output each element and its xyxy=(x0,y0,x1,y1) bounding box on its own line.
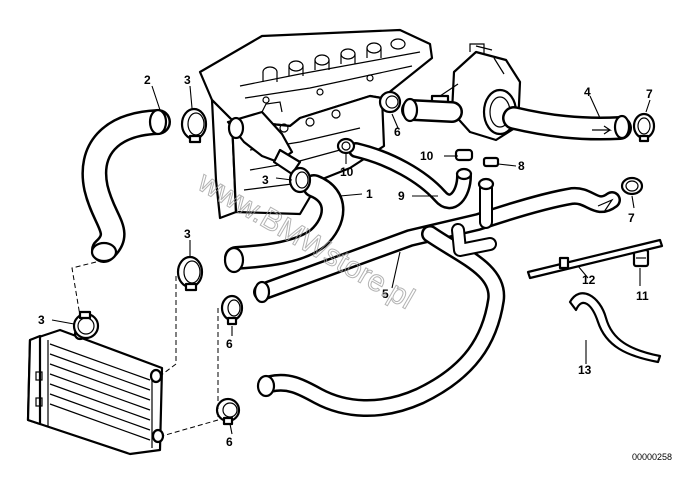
clamp-7a xyxy=(632,112,656,143)
hose-9 xyxy=(348,142,473,210)
callout-3-thermostat: 3 xyxy=(262,173,269,187)
connection-lines xyxy=(71,261,219,437)
callout-9: 9 xyxy=(398,189,405,203)
clamp-10a xyxy=(336,137,356,155)
clamp-3b xyxy=(288,166,312,194)
clamp-8 xyxy=(482,156,500,168)
callout-3-middle: 3 xyxy=(184,227,191,241)
callout-8: 8 xyxy=(518,159,525,173)
clamp-6a xyxy=(378,90,402,114)
clamp-6c xyxy=(215,397,241,426)
callout-5: 5 xyxy=(382,287,389,301)
thermostat-housing xyxy=(226,101,302,176)
callout-3-top: 3 xyxy=(184,73,191,87)
cable-tie-13 xyxy=(568,292,662,364)
cylinder-head xyxy=(198,28,434,220)
callout-10-left: 10 xyxy=(340,165,354,179)
clamp-10b xyxy=(454,148,474,162)
clamp-3a xyxy=(180,107,208,144)
callout-6-top: 6 xyxy=(394,125,401,139)
callout-4: 4 xyxy=(584,85,591,99)
radiator xyxy=(26,327,165,456)
callout-2: 2 xyxy=(144,73,151,87)
hose-2 xyxy=(81,108,171,263)
hose-1 xyxy=(223,174,345,274)
callout-13: 13 xyxy=(578,363,592,377)
callout-7-right: 7 xyxy=(628,211,635,225)
callout-1: 1 xyxy=(366,187,373,201)
callout-3-radiator: 3 xyxy=(38,313,45,327)
callout-7-top: 7 xyxy=(646,87,653,101)
document-id: 00000258 xyxy=(632,452,672,462)
clamp-6b xyxy=(220,294,244,326)
clamp-3d xyxy=(72,310,100,340)
callout-6-bottom: 6 xyxy=(226,435,233,449)
bracket-12 xyxy=(526,238,664,280)
leader-lines xyxy=(51,85,651,435)
callout-6-middle: 6 xyxy=(226,337,233,351)
hose-4 xyxy=(401,97,632,141)
callout-11: 11 xyxy=(636,289,649,303)
callout-10-right: 10 xyxy=(420,149,434,163)
callout-12: 12 xyxy=(582,273,596,287)
pipe-5 xyxy=(253,177,621,418)
hose-clamps xyxy=(72,90,656,426)
clamp-3c xyxy=(176,255,204,292)
clamp-7b xyxy=(620,176,644,196)
callouts: 2 3 3 1 3 3 4 7 6 9 8 10 10 5 7 12 11 6 … xyxy=(38,73,653,449)
